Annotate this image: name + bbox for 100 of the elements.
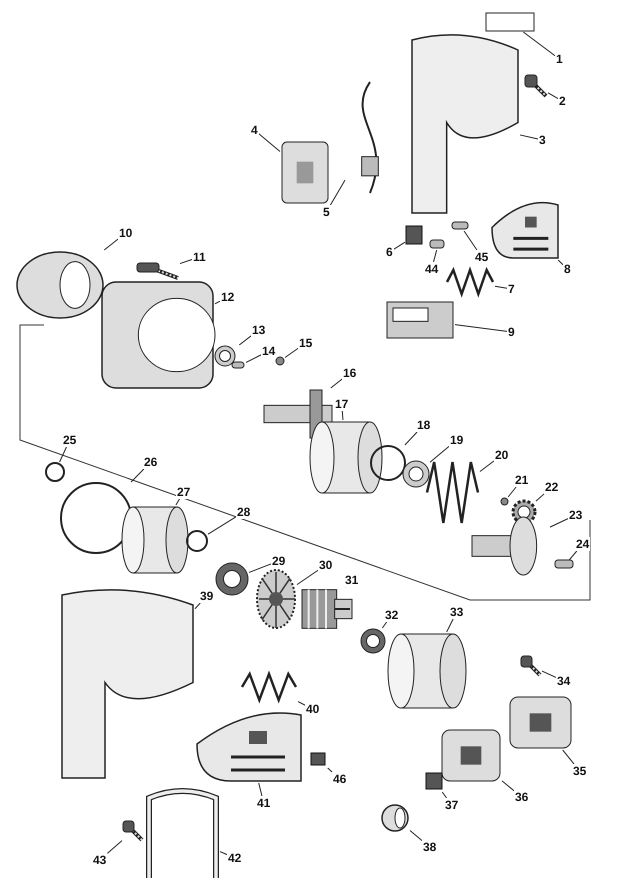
callout-number: 37 bbox=[444, 798, 460, 812]
callout-number: 6 bbox=[385, 245, 394, 259]
leader-line bbox=[522, 32, 556, 56]
cap-drawing bbox=[15, 250, 105, 320]
pin-drawing bbox=[232, 362, 246, 370]
leader-line bbox=[194, 602, 201, 610]
leader-line bbox=[494, 286, 508, 289]
bearing-drawing bbox=[360, 628, 386, 654]
callout-number: 14 bbox=[261, 344, 276, 358]
callout-number: 16 bbox=[342, 366, 358, 380]
leader-line bbox=[258, 133, 280, 152]
pin-drawing bbox=[452, 222, 470, 231]
terminal-block-drawing bbox=[385, 300, 455, 340]
leader-line bbox=[404, 432, 418, 446]
callout-number: 46 bbox=[332, 772, 348, 786]
callout-number: 11 bbox=[192, 250, 207, 264]
block-drawing bbox=[310, 752, 328, 768]
callout-number: 22 bbox=[544, 480, 560, 494]
cylinder-drawing bbox=[388, 632, 466, 710]
spring-drawing bbox=[445, 268, 495, 296]
leader-line bbox=[59, 446, 67, 462]
callout-number: 34 bbox=[556, 674, 572, 688]
leader-line bbox=[480, 460, 494, 472]
leader-line bbox=[296, 570, 318, 586]
callout-number: 39 bbox=[199, 589, 214, 603]
leader-line bbox=[130, 468, 144, 482]
brush-holder-drawing bbox=[508, 695, 573, 750]
leader-line bbox=[536, 493, 544, 502]
callout-number: 18 bbox=[416, 418, 432, 432]
callout-number: 7 bbox=[507, 282, 516, 296]
callout-number: 33 bbox=[449, 605, 464, 619]
spring-drawing bbox=[240, 672, 298, 702]
leader-line bbox=[238, 335, 252, 346]
leader-line bbox=[446, 618, 454, 632]
leader-line bbox=[330, 180, 346, 206]
leader-line bbox=[180, 258, 192, 264]
leader-line bbox=[393, 242, 406, 250]
leader-line bbox=[175, 498, 180, 506]
ball-drawing bbox=[500, 497, 509, 506]
leader-line bbox=[104, 238, 118, 250]
leader-line bbox=[246, 354, 262, 363]
leader-line bbox=[568, 550, 578, 560]
callout-number: 10 bbox=[118, 226, 134, 240]
brush-holder-drawing bbox=[440, 728, 502, 783]
leader-line bbox=[464, 230, 478, 250]
o-ring-drawing bbox=[45, 462, 65, 482]
leader-line bbox=[454, 324, 508, 332]
callout-number: 24 bbox=[575, 537, 590, 551]
ball-drawing bbox=[275, 356, 285, 366]
callout-number: 23 bbox=[568, 508, 584, 522]
callout-number: 20 bbox=[494, 448, 510, 462]
belt-clip-drawing bbox=[145, 790, 220, 880]
leader-line bbox=[330, 378, 342, 388]
leader-line bbox=[548, 92, 558, 100]
callout-number: 35 bbox=[572, 764, 588, 778]
leader-line bbox=[220, 851, 228, 856]
callout-number: 25 bbox=[62, 433, 78, 447]
callout-number: 44 bbox=[424, 262, 440, 276]
leader-line bbox=[550, 518, 568, 528]
leader-line bbox=[248, 563, 272, 573]
callout-number: 43 bbox=[92, 853, 108, 867]
screw-drawing bbox=[520, 655, 542, 677]
washer-drawing bbox=[402, 460, 430, 488]
callout-number: 21 bbox=[514, 473, 530, 487]
screw-drawing bbox=[136, 262, 180, 280]
cylinder-drawing bbox=[122, 505, 188, 575]
leader-line bbox=[327, 768, 333, 772]
callout-number: 17 bbox=[334, 397, 350, 411]
block-drawing bbox=[425, 772, 445, 792]
callout-number: 15 bbox=[298, 336, 314, 350]
callout-number: 8 bbox=[563, 262, 572, 276]
switch-drawing bbox=[280, 140, 330, 205]
callout-number: 4 bbox=[250, 123, 259, 137]
o-ring-drawing bbox=[186, 530, 208, 552]
leader-line bbox=[430, 446, 450, 463]
callout-number: 1 bbox=[555, 52, 564, 66]
screw-drawing bbox=[524, 74, 548, 98]
callout-number: 13 bbox=[251, 323, 266, 337]
leader-line bbox=[106, 840, 122, 854]
label-plate-drawing bbox=[485, 12, 535, 32]
callout-number: 27 bbox=[176, 485, 192, 499]
block-drawing bbox=[405, 225, 425, 247]
callout-number: 45 bbox=[474, 250, 490, 264]
o-ring-drawing bbox=[370, 445, 406, 481]
leader-line bbox=[342, 410, 344, 420]
leader-line bbox=[508, 486, 517, 498]
gear-housing-drawing bbox=[100, 280, 215, 390]
callout-number: 26 bbox=[143, 455, 158, 469]
callout-number: 32 bbox=[384, 608, 400, 622]
callout-number: 9 bbox=[507, 325, 516, 339]
leader-line bbox=[258, 782, 262, 796]
leader-line bbox=[442, 792, 448, 798]
leader-line bbox=[208, 516, 236, 535]
leader-line bbox=[520, 134, 538, 140]
leader-line bbox=[502, 780, 514, 792]
leader-line bbox=[433, 250, 438, 262]
callout-number: 38 bbox=[422, 840, 438, 854]
callout-number: 12 bbox=[220, 290, 236, 304]
leader-line bbox=[214, 300, 220, 304]
callout-number: 36 bbox=[514, 790, 530, 804]
